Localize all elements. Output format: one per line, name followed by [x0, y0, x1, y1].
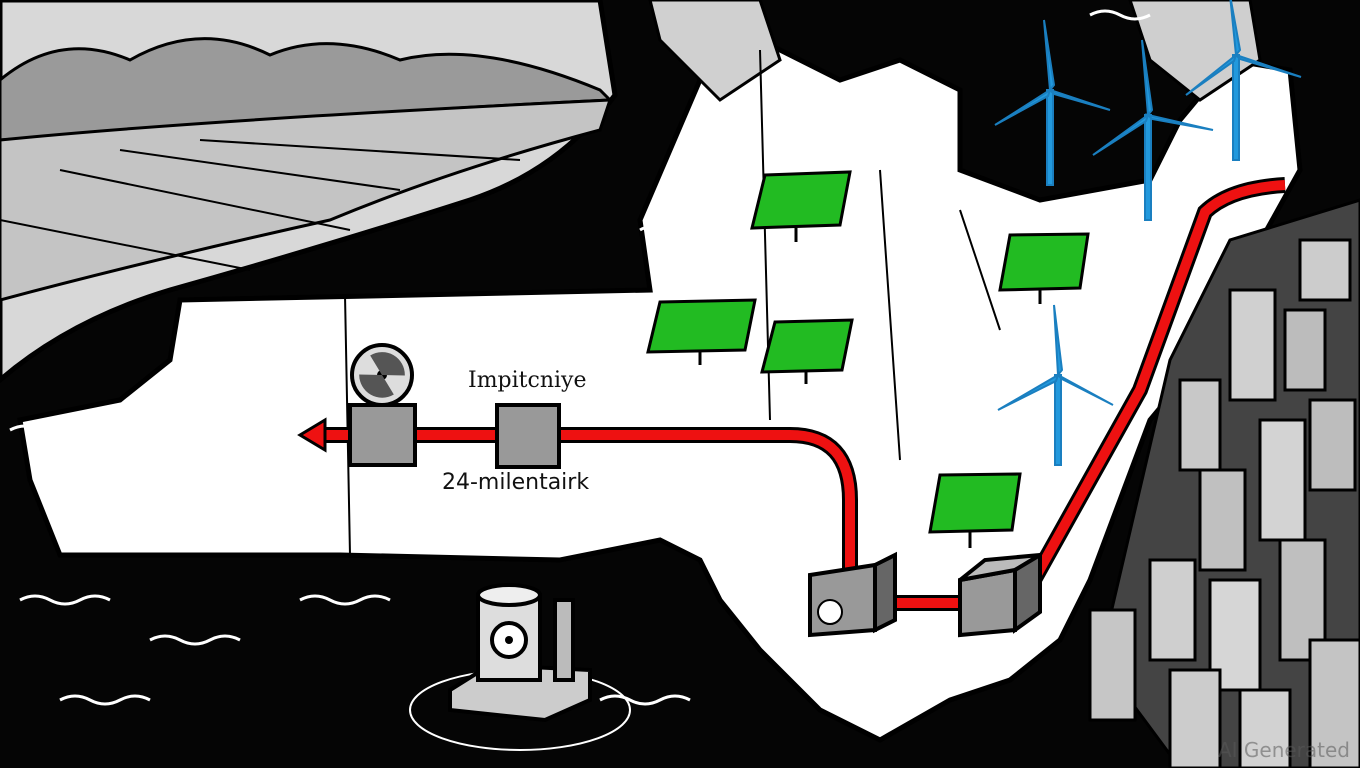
wind-turbines [994, 0, 1302, 466]
solar-panel-icon [750, 170, 852, 242]
watermark: AI Generated [1217, 738, 1350, 762]
water-waves [9, 9, 1151, 706]
pump-station [495, 403, 561, 469]
wind-turbine-icon [997, 304, 1114, 466]
wind-turbine-icon [994, 19, 1111, 186]
substation-left [808, 551, 897, 638]
solar-panel-icon [760, 318, 854, 384]
radiation-icon [817, 599, 843, 625]
substation-right [958, 551, 1042, 638]
nuclear-plant-icon [409, 583, 631, 751]
lake-shore [648, 0, 782, 102]
state-borders [344, 49, 1001, 556]
wind-turbine-icon [1092, 39, 1214, 221]
reactor-station [348, 403, 417, 467]
pipeline-red [320, 180, 1286, 608]
pipeline-length-label: 24-milentairk [442, 470, 590, 495]
radiation-icon [350, 343, 414, 407]
solar-panels [646, 170, 1090, 548]
solar-panel-icon [928, 472, 1022, 548]
solar-panel-icon [998, 232, 1090, 304]
city-buildings-icon [1088, 198, 1360, 768]
farmland-hills [0, 0, 618, 384]
pipeline-arrow-icon [297, 417, 327, 453]
wind-turbine-icon [1185, 0, 1302, 161]
station-label: Impitcniye [468, 368, 587, 393]
solar-panel-icon [646, 298, 757, 365]
northeast-land [1128, 0, 1262, 102]
